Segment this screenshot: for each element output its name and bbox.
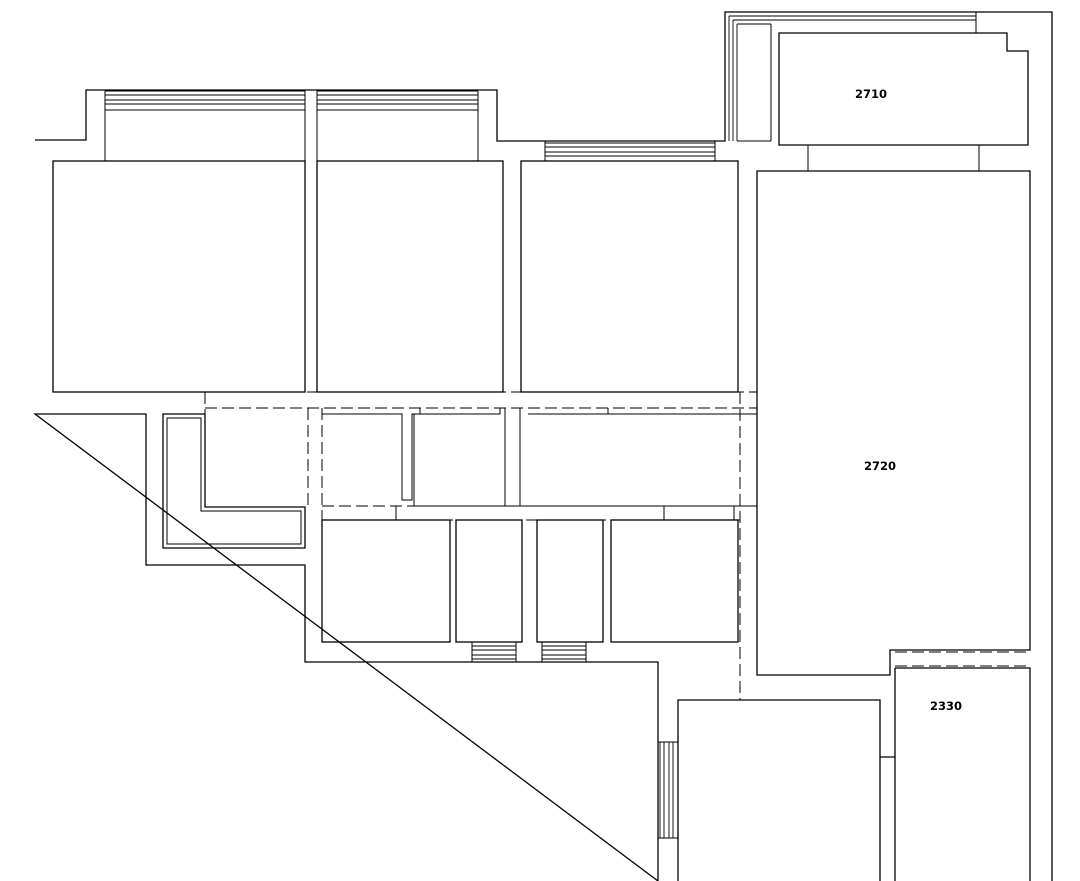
storage-l-shape — [162, 413, 306, 549]
room-bottom-1 — [321, 519, 451, 643]
room-bottom-middle-right — [677, 699, 895, 881]
wall-pillar — [304, 90, 318, 392]
wall-pillar — [502, 161, 522, 392]
room-2710-gap — [807, 145, 980, 171]
room-bottom-4-wall — [602, 520, 612, 642]
window-bottom-1 — [471, 642, 517, 662]
room-bottom-2 — [455, 519, 523, 643]
room-label-2710: 2710 — [855, 87, 887, 101]
window-top-middle — [317, 90, 479, 161]
corridor-walls — [322, 408, 757, 507]
window-bottom-left-vertical — [658, 741, 678, 839]
corridor-dashed — [204, 391, 758, 700]
room-top-left — [52, 160, 306, 393]
duct-shaft — [728, 12, 977, 142]
window-top-right — [544, 141, 716, 161]
room-2720 — [756, 170, 1031, 676]
room-2710 — [778, 32, 1029, 146]
room-bottom-4 — [610, 519, 739, 643]
room-2330 — [894, 667, 1031, 881]
outer-wall — [33, 11, 1053, 881]
room-bottom-3 — [536, 519, 604, 643]
room-bottom-2-wall — [449, 520, 457, 642]
window-bottom-2 — [541, 642, 587, 662]
room-label-2330: 2330 — [930, 699, 962, 713]
window-top-left — [104, 90, 305, 161]
room-top-middle — [316, 160, 504, 393]
corridor-stubs — [395, 506, 735, 520]
room-top-right-middle — [520, 160, 739, 393]
storage-l-shape-inner — [166, 417, 302, 545]
room-label-2720: 2720 — [864, 459, 896, 473]
